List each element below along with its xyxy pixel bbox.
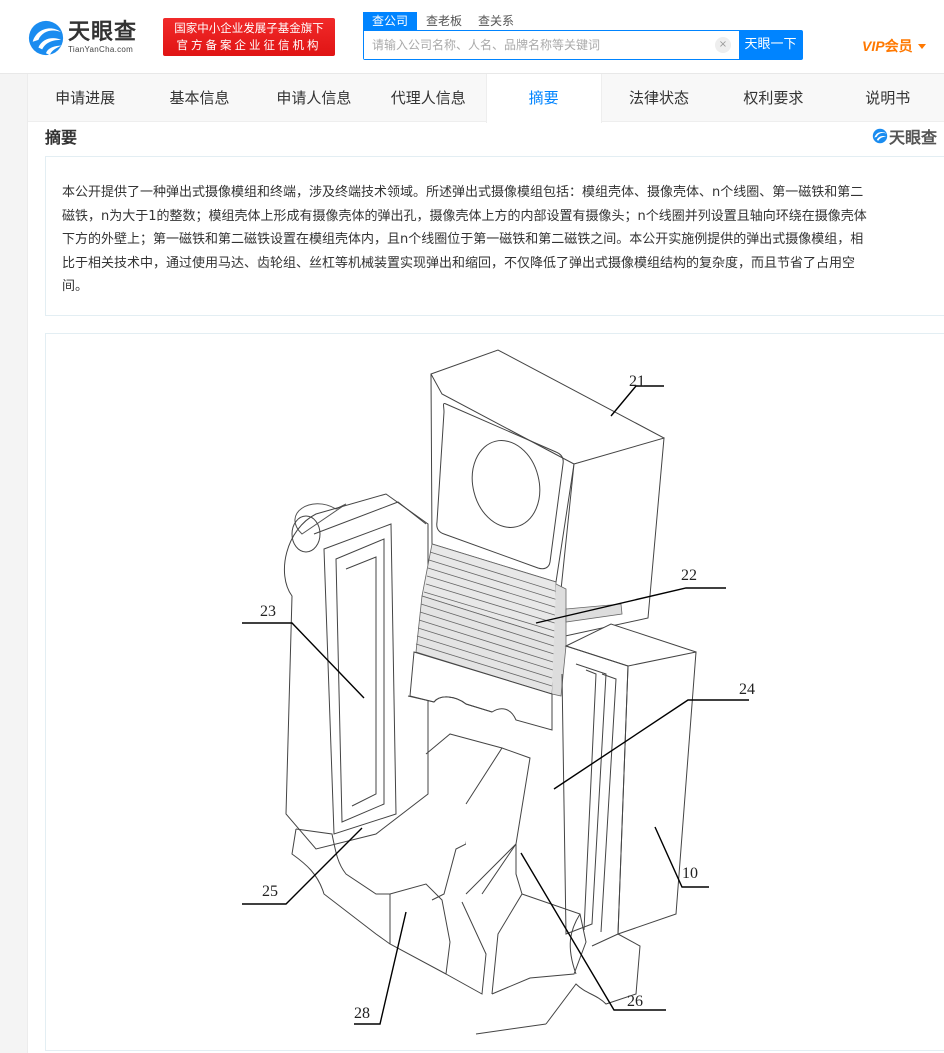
tab-agent-info[interactable]: 代理人信息 xyxy=(390,89,466,107)
patent-detail-panel: 申请进展 基本信息 申请人信息 代理人信息 摘要 法律状态 权利要求 说明书 摘… xyxy=(27,74,944,1053)
search-tab-relation[interactable]: 查关系 xyxy=(478,14,515,28)
ref-label-21: 21 xyxy=(629,373,645,390)
abstract-line: 磁铁，n为大于1的整数；模组壳体上形成有摄像壳体的弹出孔，摄像壳体上方的内部设置… xyxy=(62,208,867,224)
ref-label-24: 24 xyxy=(739,681,755,698)
ref-label-22: 22 xyxy=(681,567,697,584)
logo-text-cn: 天眼查 xyxy=(68,20,138,45)
patent-drawing-box: 21 22 23 24 25 10 26 28 xyxy=(45,333,944,1051)
tianyancha-logo-icon xyxy=(872,128,888,144)
ref-label-26: 26 xyxy=(627,993,643,1010)
official-badge: 国家中小企业发展子基金旗下 官方备案企业征信机构 xyxy=(163,18,335,56)
search-button[interactable]: 天眼一下 xyxy=(739,31,802,59)
tab-description[interactable]: 说明书 xyxy=(865,89,911,107)
vip-label: VIP xyxy=(862,38,885,54)
section-title: 摘要 xyxy=(45,128,78,147)
abstract-line: 比于相关技术中，通过使用马达、齿轮组、丝杠等机械装置实现弹出和缩回，不仅降低了弹… xyxy=(62,255,856,271)
tab-abstract[interactable]: 摘要 xyxy=(485,74,602,123)
abstract-line: 下方的外壁上；第一磁铁和第二磁铁设置在模组壳体内，且n个线圈位于第一磁铁和第二磁… xyxy=(62,232,864,247)
clear-search-icon[interactable]: × xyxy=(715,37,731,53)
search-tab-company[interactable]: 查公司 xyxy=(363,12,418,30)
tab-applicant-info[interactable]: 申请人信息 xyxy=(276,89,352,107)
search-input[interactable] xyxy=(364,31,715,59)
tianyancha-logo-icon xyxy=(28,20,64,56)
abstract-line: 间。 xyxy=(62,279,89,294)
tab-application-progress[interactable]: 申请进展 xyxy=(55,89,116,107)
search-type-tabs: 查公司 查老板 查关系 xyxy=(363,12,803,30)
ref-label-23: 23 xyxy=(260,603,276,620)
watermark-text: 天眼查 xyxy=(889,128,938,147)
top-header: 天眼查 TianYanCha.com 国家中小企业发展子基金旗下 官方备案企业征… xyxy=(0,0,944,74)
search-area: 查公司 查老板 查关系 × 天眼一下 xyxy=(363,12,803,60)
vip-member-label: 会员 xyxy=(884,39,913,55)
logo-text-en: TianYanCha.com xyxy=(68,45,134,54)
abstract-box: 本公开提供了一种弹出式摄像模组和终端，涉及终端技术领域。所述弹出式摄像模组包括：… xyxy=(45,156,944,316)
tab-legal-status[interactable]: 法律状态 xyxy=(629,89,690,107)
tianyancha-watermark: 天眼查 xyxy=(872,124,937,148)
vip-member-menu[interactable]: VIP 会员 xyxy=(862,36,926,56)
search-tab-boss[interactable]: 查老板 xyxy=(426,14,463,28)
badge-line-1: 国家中小企业发展子基金旗下 xyxy=(174,21,324,35)
abstract-text: 本公开提供了一种弹出式摄像模组和终端，涉及终端技术领域。所述弹出式摄像模组包括：… xyxy=(62,181,932,299)
search-box: × 天眼一下 xyxy=(363,30,803,60)
abstract-line: 本公开提供了一种弹出式摄像模组和终端，涉及终端技术领域。所述弹出式摄像模组包括：… xyxy=(62,185,864,200)
ref-label-28: 28 xyxy=(354,1005,370,1022)
chevron-down-icon xyxy=(917,43,926,49)
badge-line-2: 官方备案企业征信机构 xyxy=(176,38,322,52)
ref-label-25: 25 xyxy=(262,883,278,900)
tab-basic-info[interactable]: 基本信息 xyxy=(169,89,230,107)
tab-claims[interactable]: 权利要求 xyxy=(743,89,804,107)
patent-section-tabs: 申请进展 基本信息 申请人信息 代理人信息 摘要 法律状态 权利要求 说明书 xyxy=(28,74,944,123)
ref-label-10: 10 xyxy=(682,865,698,882)
patent-drawing[interactable]: 21 22 23 24 25 10 26 28 xyxy=(46,334,944,1052)
tianyancha-logo[interactable]: 天眼查 TianYanCha.com xyxy=(27,16,157,60)
